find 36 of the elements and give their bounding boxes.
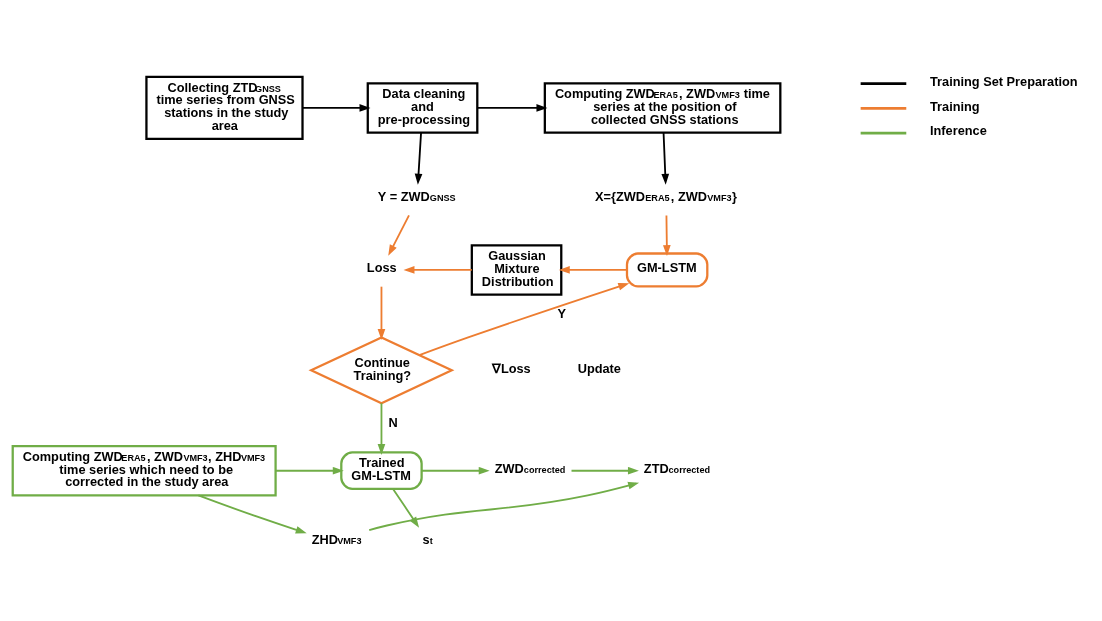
arrow [661, 131, 670, 185]
arrow [476, 103, 548, 112]
arrow [377, 285, 386, 340]
legend-label: Inference [930, 122, 987, 138]
label: ∇Loss [491, 360, 531, 376]
edge-label: N [388, 414, 398, 430]
label: Update [577, 360, 621, 376]
arrow [377, 401, 386, 455]
arrow [403, 265, 473, 274]
arrow [558, 265, 628, 274]
arrow [663, 213, 671, 256]
arrow [418, 282, 630, 356]
arrow [388, 213, 410, 256]
node-text: Y = ZWDGNSS [377, 188, 456, 204]
node-box: Gaussian Mixture Distribution [470, 243, 563, 296]
edge-label: Y [557, 305, 566, 321]
node-box: Data cleaning and pre-processing [366, 81, 479, 134]
arrow [414, 131, 423, 185]
arrow [274, 466, 344, 475]
node-box: Trained GM-LSTM [340, 450, 423, 490]
legend-label: Training [930, 98, 980, 114]
node-text: st [422, 531, 433, 547]
legend-label: Training Set Preparation [930, 73, 1078, 89]
node-box: GM-LSTM [625, 251, 709, 287]
arrow [420, 466, 490, 475]
node-text: ZTDcorrected [643, 460, 711, 476]
node-text: Loss [366, 259, 397, 275]
node-text: ZHDVMF3 [311, 531, 362, 547]
node-text: ZWDcorrected [494, 460, 566, 476]
arrow [197, 494, 307, 533]
arrow [570, 466, 639, 475]
node-text: X={ZWDERA5, ZWDVMF3} [595, 188, 737, 204]
node-diamond: Continue Training? [308, 335, 455, 404]
node-box: Computing ZWDERA5, ZWDVMF3 time series at the position of collected GNSS stations [543, 81, 782, 134]
arrow [301, 103, 371, 112]
node-box: Computing ZWDERA5, ZWDVMF3, ZHDVMF3 time series which need to be corrected in the study area [11, 444, 277, 496]
